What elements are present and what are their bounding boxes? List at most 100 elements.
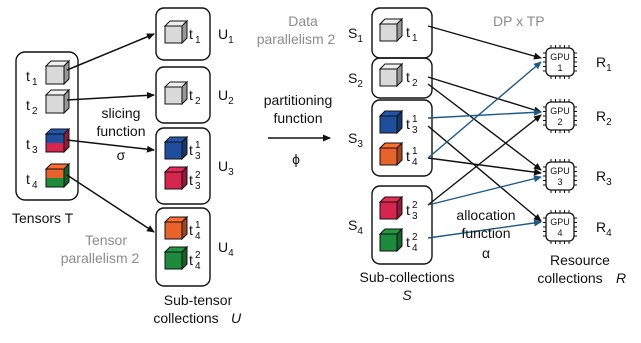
subcollection-box: [371, 99, 433, 177]
cube-front-face: [164, 141, 183, 160]
slicing-arrow: [66, 139, 155, 153]
slicing-arrow: [66, 174, 155, 233]
partitioning-symbol: ϕ: [292, 151, 300, 167]
cube-front-top-half: [46, 134, 64, 143]
cube-front-face: [164, 171, 183, 190]
label-subscript: 4: [32, 180, 38, 191]
gpu-label: GPU: [550, 166, 570, 176]
allocation-arrow-blue: [427, 108, 542, 119]
subtensor-name: U3: [218, 158, 234, 178]
label-superscript: 1: [195, 220, 201, 231]
label-subscript: 4: [195, 261, 201, 272]
label-subscript: 1: [412, 33, 418, 44]
label-subscript: 1: [357, 34, 363, 45]
label-subscript: 3: [412, 125, 418, 136]
cube-front-face: [45, 94, 65, 114]
cube-front-face: [379, 23, 398, 42]
label-subscript: 4: [195, 231, 201, 242]
subtensor-caption-symbol: U: [231, 310, 242, 326]
dp-tp-label: DP x TP: [493, 13, 545, 29]
label-subscript: 3: [412, 211, 418, 222]
allocation-label-1: allocation: [456, 207, 515, 223]
gpu-label: GPU: [550, 217, 570, 227]
allocation-arrow-blue: [427, 61, 542, 159]
label-subscript: 3: [32, 145, 38, 156]
label-subscript: 3: [228, 167, 234, 178]
subcollection-cube: [378, 62, 404, 88]
allocation-arrow: [427, 157, 542, 176]
label-subscript: 3: [357, 139, 363, 150]
tensor-cube: [44, 88, 71, 115]
resource-name: R3: [596, 168, 612, 188]
label-subscript: 1: [606, 63, 612, 74]
subcollection-name: S2: [348, 70, 363, 90]
cube-front-face: [379, 147, 398, 166]
cube-front-face: [164, 86, 183, 105]
gpu-number: 4: [557, 228, 562, 238]
label-superscript: 1: [412, 114, 418, 125]
slicing-label-2: function: [96, 123, 145, 139]
tensor-parallelism-label-1: Tensor: [85, 232, 127, 248]
label-subscript: 2: [32, 106, 38, 117]
gpu-body: [545, 47, 575, 77]
slicing-arrow: [66, 33, 155, 71]
label-superscript: 1: [412, 146, 418, 157]
label-subscript: 3: [606, 177, 612, 188]
allocation-arrow: [427, 83, 542, 171]
cube-front-outline: [45, 168, 65, 188]
cube-front-bottom-half: [46, 178, 64, 187]
subtensor-cube: [163, 80, 189, 106]
cube-front-outline: [45, 133, 65, 153]
subcollection-cube: [378, 17, 404, 43]
label-subscript: 2: [606, 117, 612, 128]
resource-name: R4: [596, 219, 612, 239]
label-superscript: 2: [412, 232, 418, 243]
subcollection-name: S3: [348, 130, 363, 150]
slicing-arrow: [66, 91, 155, 101]
cube-front-bottom-half: [46, 143, 64, 152]
data-parallelism-label-1: Data: [288, 13, 318, 29]
subtensor-cube: [163, 215, 189, 241]
gpu-number: 1: [557, 63, 562, 73]
gpu-body: [545, 212, 575, 242]
subtensor-box: [155, 207, 211, 287]
subtensor-cube: [163, 135, 189, 161]
subtensor-cube: [163, 19, 189, 45]
slicing-label-1: slicing: [102, 105, 141, 121]
resource-name: R1: [596, 54, 612, 74]
subcollection-cube: [378, 141, 404, 167]
cube-front-face: [379, 115, 398, 134]
label-superscript: 2: [195, 170, 201, 181]
label-subscript: 4: [412, 157, 418, 168]
allocation-arrows: [427, 25, 542, 239]
subcollections-caption-symbol: S: [402, 287, 412, 303]
gpu-body: [545, 161, 575, 191]
gpu-number: 3: [557, 177, 562, 187]
subtensor-box: [155, 7, 211, 61]
partitioning-label-2: function: [273, 110, 322, 126]
resources-caption-2: collections: [537, 270, 602, 286]
allocation-label-2: function: [461, 225, 510, 241]
allocation-symbol: α: [482, 245, 490, 261]
gpu-label: GPU: [550, 52, 570, 62]
label-superscript: 2: [195, 250, 201, 261]
allocation-arrow-blue: [427, 175, 542, 206]
cube-front-face: [379, 68, 398, 87]
subcollection-name: S4: [348, 217, 363, 237]
